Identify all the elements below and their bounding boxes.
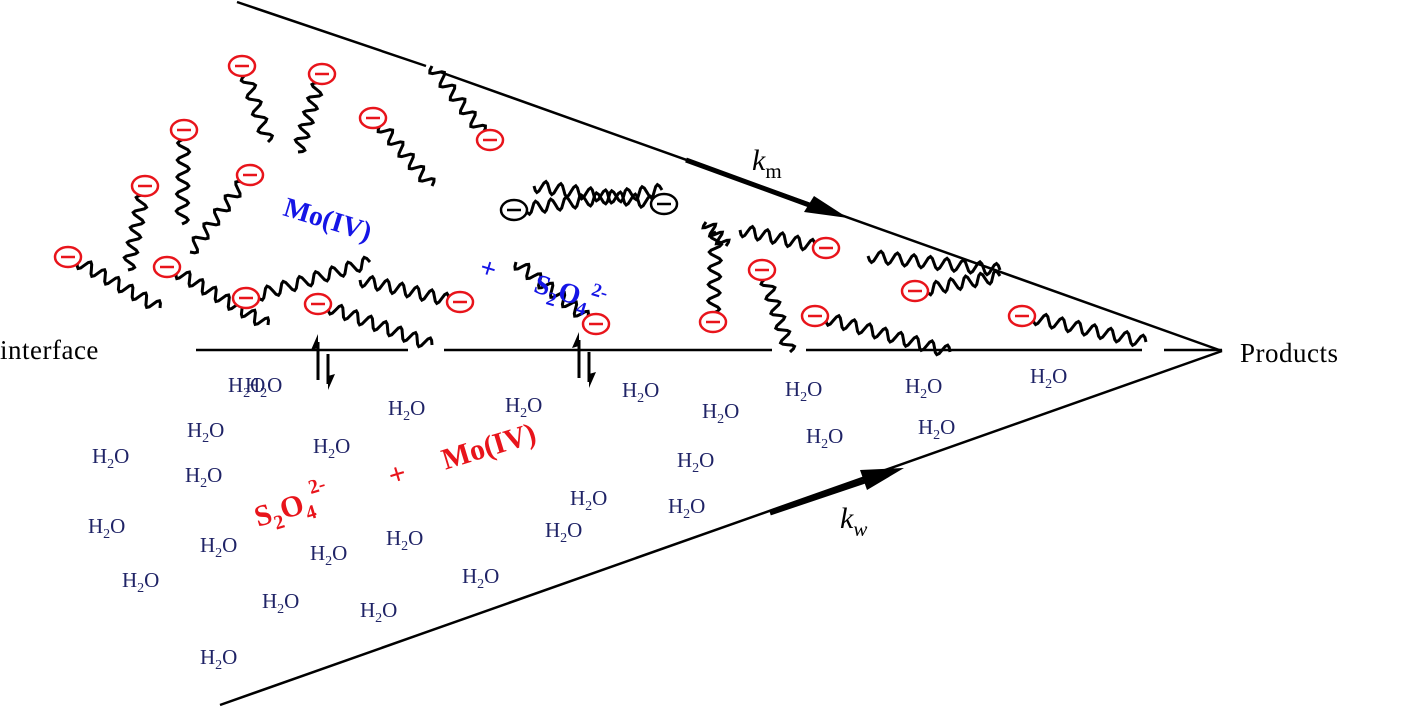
svg-text:Mo(IV): Mo(IV): [280, 192, 375, 248]
rate-subscript-m: m: [765, 159, 781, 183]
anionic-surfactant: [1007, 304, 1148, 348]
water-molecule: H2O: [262, 589, 299, 617]
water-molecule: H2O: [386, 526, 423, 554]
anionic-surfactant: [800, 304, 952, 357]
water-molecule: H2O: [570, 486, 607, 514]
water-molecule: H2O: [200, 645, 237, 673]
water-molecule: H2O: [122, 568, 159, 596]
hydrocarbon-tail: [532, 179, 655, 210]
dithionite-species: S2O42-: [248, 473, 335, 539]
water-reaction: S2O42- + Mo(IV): [248, 417, 540, 539]
hydrocarbon-tail: [326, 303, 434, 349]
rate-subscript-w: w: [853, 517, 867, 541]
upper-boundary-line-left: [236, 0, 427, 68]
water-molecule: H2O: [185, 463, 222, 491]
water-molecule: H2O: [92, 444, 129, 472]
water-molecule: H2O: [622, 378, 659, 406]
anionic-surfactant: [428, 65, 505, 152]
water-molecule: H2O: [360, 598, 397, 626]
km-arrow: [685, 157, 848, 218]
hydrocarbon-tail: [866, 249, 1002, 277]
anionic-surfactant: [738, 224, 841, 260]
water-molecule: H2O: [388, 396, 425, 424]
anionic-surfactant: [293, 62, 337, 154]
water-molecule: H2O: [505, 393, 542, 421]
mo-iv-species: Mo(IV): [280, 192, 375, 248]
hydrocarbon-tail: [255, 255, 372, 302]
water-molecule: H2O: [313, 434, 350, 462]
water-molecule: H2O: [310, 541, 347, 569]
hydrocarbon-tail: [189, 179, 244, 255]
water-molecule: H2O: [545, 518, 582, 546]
hydrocarbon-tail: [358, 274, 451, 306]
anionic-surfactant: [513, 261, 611, 336]
water-molecule: H2O: [200, 533, 237, 561]
hydrocarbon-tail: [293, 81, 324, 154]
anionic-surfactant: [169, 118, 199, 226]
anionic-surfactant: [303, 292, 434, 349]
water-molecule: H2O: [668, 494, 705, 522]
lower-boundary-line: [219, 349, 1223, 707]
hydrocarbon-tail: [824, 313, 952, 357]
hydrocarbon-tail: [376, 124, 436, 187]
anionic-surfactant: [747, 258, 797, 354]
hydrocarbon-tail: [174, 137, 192, 226]
hydrocarbon-tail: [738, 224, 817, 252]
hydrocarbon-tail: [513, 261, 591, 319]
equilibrium-arrow: [311, 334, 335, 390]
hydrocarbon-tail: [75, 260, 162, 310]
anionic-surfactant: [122, 174, 160, 272]
water-molecule: H2O: [462, 564, 499, 592]
hydrocarbon-tail: [122, 193, 149, 272]
anionic-surfactant: [53, 245, 162, 310]
kw-arrow: [769, 468, 904, 516]
hydrocarbon-tail: [428, 65, 487, 134]
water-molecule: H2O: [806, 424, 843, 452]
water-molecule: H2O: [905, 374, 942, 402]
water-molecule: H2O: [677, 448, 714, 476]
hydrocarbon-tail: [924, 268, 1002, 297]
water-molecule: H2O: [187, 418, 224, 446]
anionic-surfactant: [358, 274, 475, 314]
anionic-surfactant: [231, 255, 372, 310]
rate-symbol: k: [840, 502, 854, 535]
products-label: Products: [1240, 338, 1339, 368]
water-molecule: H2O: [88, 514, 125, 542]
interface-label: interface: [0, 335, 99, 365]
hydrocarbon-tail: [174, 270, 271, 327]
hydrocarbon-tail: [701, 221, 731, 247]
hydrocarbon-tail: [239, 73, 275, 144]
water-molecule: H2O: [785, 377, 822, 405]
hydrocarbon-tail: [705, 230, 724, 315]
anionic-surfactant: [152, 255, 271, 327]
water-molecule: H2O: [1030, 364, 1067, 392]
plus-sign: +: [384, 456, 410, 493]
anionic-surfactant: [227, 54, 275, 144]
water-molecules: H2O H2O H2O H2O H2O H2O H2O H2O H2O H2O H2O H2O H2O H…: [88, 364, 1067, 673]
anionic-surfactant: [189, 163, 265, 255]
water-molecule: H2O: [702, 399, 739, 427]
water-molecule: H2O: [245, 373, 282, 401]
anionic-surfactant: [698, 230, 728, 334]
kw-label: kw: [840, 502, 867, 541]
water-molecule: H2O: [918, 415, 955, 443]
anionic-surfactant: [358, 106, 436, 187]
km-label: km: [752, 144, 782, 183]
rate-symbol: k: [752, 144, 766, 177]
hydrocarbon-tail: [1031, 312, 1148, 348]
mo-iv-species: Mo(IV): [438, 417, 540, 477]
equilibrium-arrow: [572, 332, 596, 388]
plus-sign: +: [476, 252, 500, 286]
anionic-surfactant: [900, 268, 1002, 303]
neutral-surfactant: [532, 179, 679, 216]
hydrocarbon-tail: [759, 277, 797, 354]
surfactant-layer: [53, 54, 1148, 357]
water-molecule: H2O: [228, 373, 265, 401]
